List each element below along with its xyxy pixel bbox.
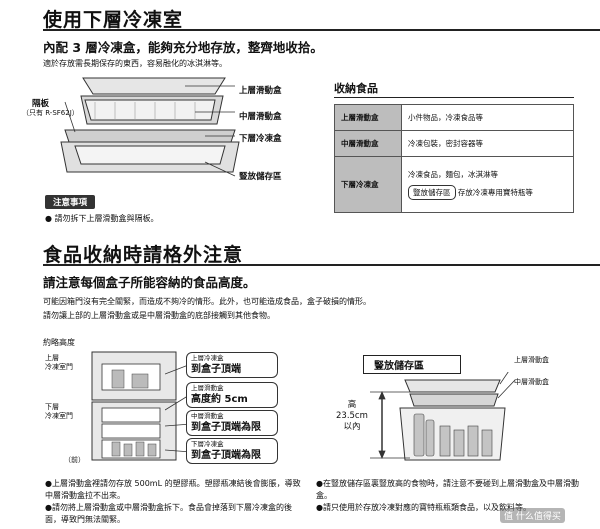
upper-drawer-shape bbox=[82, 77, 226, 95]
row-name: 下層冷凍盒 bbox=[334, 156, 402, 213]
section2-line1: 可能因箱門沒有完全關緊，而造成不夠冷的情形。此外，也可能造成食品，盒子破損的情形… bbox=[43, 297, 371, 306]
list-item: ●請只使用於存放冷凍對應的寶特瓶瓶類食品，以及飲料等。 bbox=[316, 502, 586, 514]
upper-door-label: 上層 冷凍室門 bbox=[45, 354, 73, 371]
notice-tag: 注意事項 bbox=[45, 195, 96, 209]
front-label: （前） bbox=[64, 456, 85, 464]
lower-box-label: 下層冷凍盒 bbox=[239, 134, 282, 144]
callout-upper-box: 上層冷凍盒 到盒子頂端 bbox=[186, 352, 278, 378]
bullet-text: 在豎放儲存區裏豎放高的食物時，請注意不要碰到上層滑動盒及中層滑動盒。 bbox=[316, 479, 579, 500]
freezer-illustration bbox=[60, 77, 240, 177]
section1-title: 使用下層冷凍室 bbox=[43, 9, 184, 31]
callout-big: 高度約 5cm bbox=[191, 394, 248, 405]
bullet-text: 請只使用於存放冷凍對應的寶特瓶瓶類食品，以及飲料等。 bbox=[322, 503, 531, 512]
upright-illustration bbox=[370, 372, 515, 461]
row-items-cell: 冷凍食品，麵包，冰淇淋等 豎放儲存區 存放冷凍專用寶特瓶等 bbox=[401, 156, 574, 213]
row-name: 中層滑動盒 bbox=[334, 130, 402, 157]
callout-small: 中層滑動盒 bbox=[191, 412, 224, 420]
approx-height-label: 約略高度 bbox=[43, 338, 75, 347]
section1-subtitle: 內配 3 層冷凍盒，能夠充分地存放，整齊地收拾。 bbox=[43, 40, 323, 55]
bullet-text: 上層滑動盒裡請勿存放 500mL 的塑膠瓶。塑膠瓶凍結後會膨脹，導致中層滑動盒拉… bbox=[45, 479, 301, 500]
upright-pill: 豎放儲存區 bbox=[408, 185, 456, 200]
bullet-list-right: ●在豎放儲存區裏豎放高的食物時，請注意不要碰到上層滑動盒及中層滑動盒。 ●請只使… bbox=[316, 478, 586, 514]
storage-table-title: 收納食品 bbox=[334, 82, 378, 95]
bullet-text: 請勿將上層滑動盒或中層滑動盒拆下。食品會掉落到下層冷凍盒的後面，導致門無法關緊。 bbox=[45, 503, 292, 524]
section2-title: 食品收納時請格外注意 bbox=[43, 244, 244, 266]
callout-lower-box: 下層冷凍盒 到盒子頂端為限 bbox=[186, 438, 278, 464]
notice-item: ● 請勿拆下上層滑動盒與隔板。 bbox=[45, 212, 159, 225]
table-row: 中層滑動盒 冷凍包裝，密封容器等 bbox=[334, 130, 574, 157]
section1-rule bbox=[43, 29, 600, 31]
callout-upper-slide: 上層滑動盒 高度約 5cm bbox=[186, 382, 278, 408]
bullet-icon: ● bbox=[316, 479, 323, 488]
upright-diagram-title: 豎放儲存區 bbox=[363, 355, 461, 374]
section1-intro: 適於存放需長期保存的東西，容易融化的冰淇淋等。 bbox=[43, 59, 227, 68]
storage-table-rule bbox=[334, 97, 574, 98]
row-items: 冷凍食品，麵包，冰淇淋等 bbox=[408, 170, 498, 179]
table-row: 下層冷凍盒 冷凍食品，麵包，冰淇淋等 豎放儲存區 存放冷凍專用寶特瓶等 bbox=[334, 156, 574, 213]
bullet-icon: ● bbox=[45, 503, 52, 512]
upper-drawer-label: 上層滑動盒 bbox=[239, 86, 282, 96]
table-row: 上層滑動盒 小件物品，冷凍食品等 bbox=[334, 104, 574, 131]
bullet-list-left: ●上層滑動盒裡請勿存放 500mL 的塑膠瓶。塑膠瓶凍結後會膨脹，導致中層滑動盒… bbox=[45, 478, 307, 526]
callout-middle-slide: 中層滑動盒 到盒子頂端為限 bbox=[186, 410, 278, 436]
watermark: 值 什么值得买 bbox=[500, 508, 565, 523]
middle-drawer-label: 中層滑動盒 bbox=[239, 112, 282, 122]
upright-upper-label: 上層滑動盒 bbox=[514, 356, 549, 364]
upright-storage-label: 豎放儲存區 bbox=[239, 172, 282, 182]
list-item: ●在豎放儲存區裏豎放高的食物時，請注意不要碰到上層滑動盒及中層滑動盒。 bbox=[316, 478, 586, 502]
height-diagram-left bbox=[91, 351, 177, 461]
divider-note: （只有 R-SF62J） bbox=[22, 109, 79, 117]
upright-middle-label: 中層滑動盒 bbox=[514, 378, 549, 386]
notice-text: 請勿拆下上層滑動盒與隔板。 bbox=[54, 214, 159, 223]
divider-label: 隔板 bbox=[32, 99, 50, 109]
section2-rule bbox=[43, 264, 600, 266]
callout-big: 到盒子頂端為限 bbox=[191, 422, 261, 433]
bullet-icon: ● bbox=[45, 479, 52, 488]
pill-text: 存放冷凍專用寶特瓶等 bbox=[457, 188, 533, 197]
callout-small: 下層冷凍盒 bbox=[191, 440, 224, 448]
section2-subtitle: 請注意每個盒子所能容納的食品高度。 bbox=[43, 275, 256, 290]
storage-table: 上層滑動盒 小件物品，冷凍食品等 中層滑動盒 冷凍包裝，密封容器等 下層冷凍盒 … bbox=[334, 104, 574, 213]
row-items: 小件物品，冷凍食品等 bbox=[401, 104, 574, 131]
callout-small: 上層冷凍盒 bbox=[191, 354, 224, 362]
row-items: 冷凍包裝，密封容器等 bbox=[401, 130, 574, 157]
bullet-icon: ● bbox=[316, 503, 323, 512]
callout-small: 上層滑動盒 bbox=[191, 384, 224, 392]
section2-line2: 請勿讓上部的上層滑動盒或是中層滑動盒的底部接觸到其他食物。 bbox=[43, 311, 275, 320]
list-item: ●請勿將上層滑動盒或中層滑動盒拆下。食品會掉落到下層冷凍盒的後面，導致門無法關緊… bbox=[45, 502, 307, 526]
row-name: 上層滑動盒 bbox=[334, 104, 402, 131]
upright-height-label: 高 23.5cm 以內 bbox=[336, 400, 368, 432]
callout-big: 到盒子頂端為限 bbox=[191, 450, 261, 461]
lower-door-label: 下層 冷凍室門 bbox=[45, 403, 73, 420]
bullet-icon: ● bbox=[45, 214, 52, 223]
list-item: ●上層滑動盒裡請勿存放 500mL 的塑膠瓶。塑膠瓶凍結後會膨脹，導致中層滑動盒… bbox=[45, 478, 307, 502]
callout-big: 到盒子頂端 bbox=[191, 364, 241, 375]
